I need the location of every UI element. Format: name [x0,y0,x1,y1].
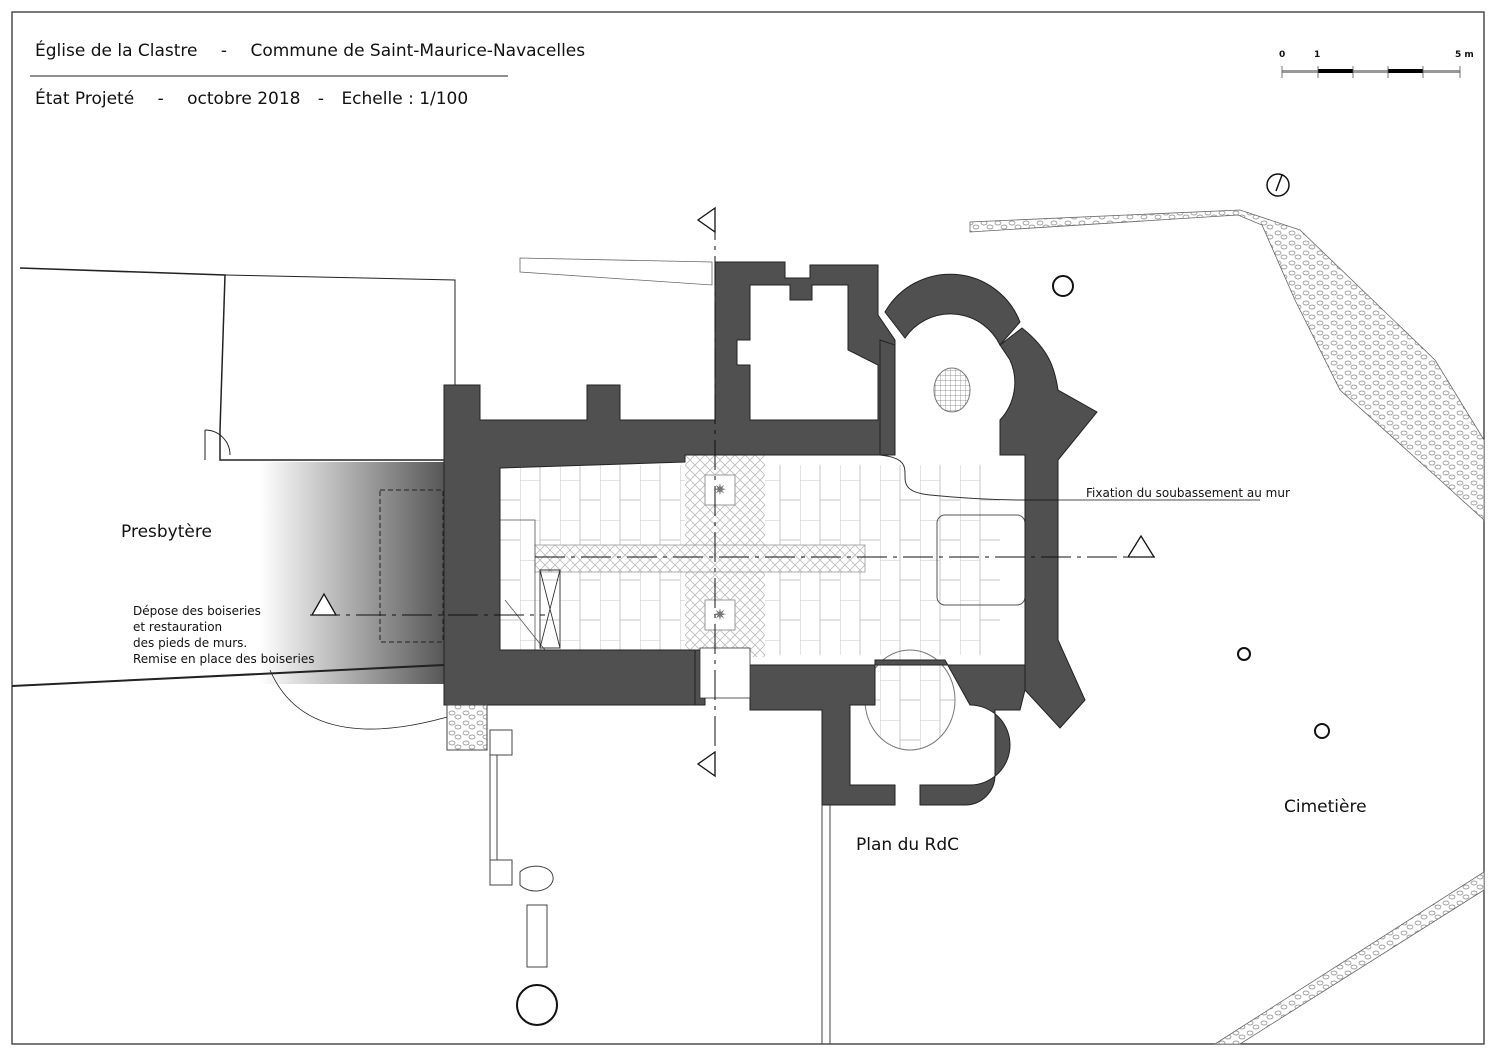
scale-tick-1: 1 [1314,50,1321,60]
star-icon: ✷ [713,480,726,499]
star-icon: ✷ [713,605,726,624]
state-label: État Projeté [35,89,135,109]
church-name: Église de la Clastre [35,41,198,61]
label-cimetiere: Cimetière [1284,797,1367,817]
tree-circle [1314,723,1330,739]
title-line-2: État Projeté - octobre 2018 - Echelle : … [35,89,468,109]
stair-void [539,569,561,649]
trees [516,275,1330,1026]
south-door [699,647,751,699]
label-plan: Plan du RdC [856,835,960,855]
annotation-line: et restauration [133,620,223,634]
star-tile [704,474,736,506]
annotation-depose: Dépose des boiseries et restauration des… [133,603,314,667]
presbytere-outline [11,267,471,730]
soubassement-outline [879,454,1026,501]
cemetery-wall [1213,871,1485,1045]
tree-circle [1052,275,1074,297]
separator: - [157,89,164,109]
date-label: octobre 2018 [187,89,301,109]
scale-tick-5m: 5 m [1455,50,1474,60]
annotation-fixation: Fixation du soubassement au mur [1086,486,1290,500]
north-arrow-icon [1266,173,1290,197]
grid-oval [933,367,971,413]
scale-bar [1281,66,1461,78]
annotation-line: des pieds de murs. [133,636,248,650]
section-marker-icon [696,206,716,234]
sheet-frame [11,11,1485,1045]
commune-name: Commune de Saint-Maurice-Navacelles [250,41,586,61]
section-marker-icon [310,592,338,616]
section-marker-icon [1126,534,1156,558]
scale-tick-0: 0 [1279,50,1286,60]
cemetery-wall [969,209,1485,521]
central-aisle [534,544,866,573]
label-presbytere: Presbytère [121,522,212,542]
separator: - [317,89,325,109]
annotation-line: Dépose des boiseries [133,604,261,618]
scale-label: Echelle : 1/100 [341,89,469,109]
title-line-1: Église de la Clastre - Commune de Saint-… [35,41,585,61]
separator: - [220,41,228,61]
tree-circle [1237,647,1251,661]
section-lines [310,206,1260,778]
star-tile [704,599,736,631]
annotation-line: Remise en place des boiseries [133,652,315,666]
low-wall [519,257,713,286]
staircase [500,519,546,651]
tree-circle [516,984,558,1026]
south-exterior [446,704,831,1044]
section-marker-icon [696,750,716,778]
walls [443,261,1098,806]
